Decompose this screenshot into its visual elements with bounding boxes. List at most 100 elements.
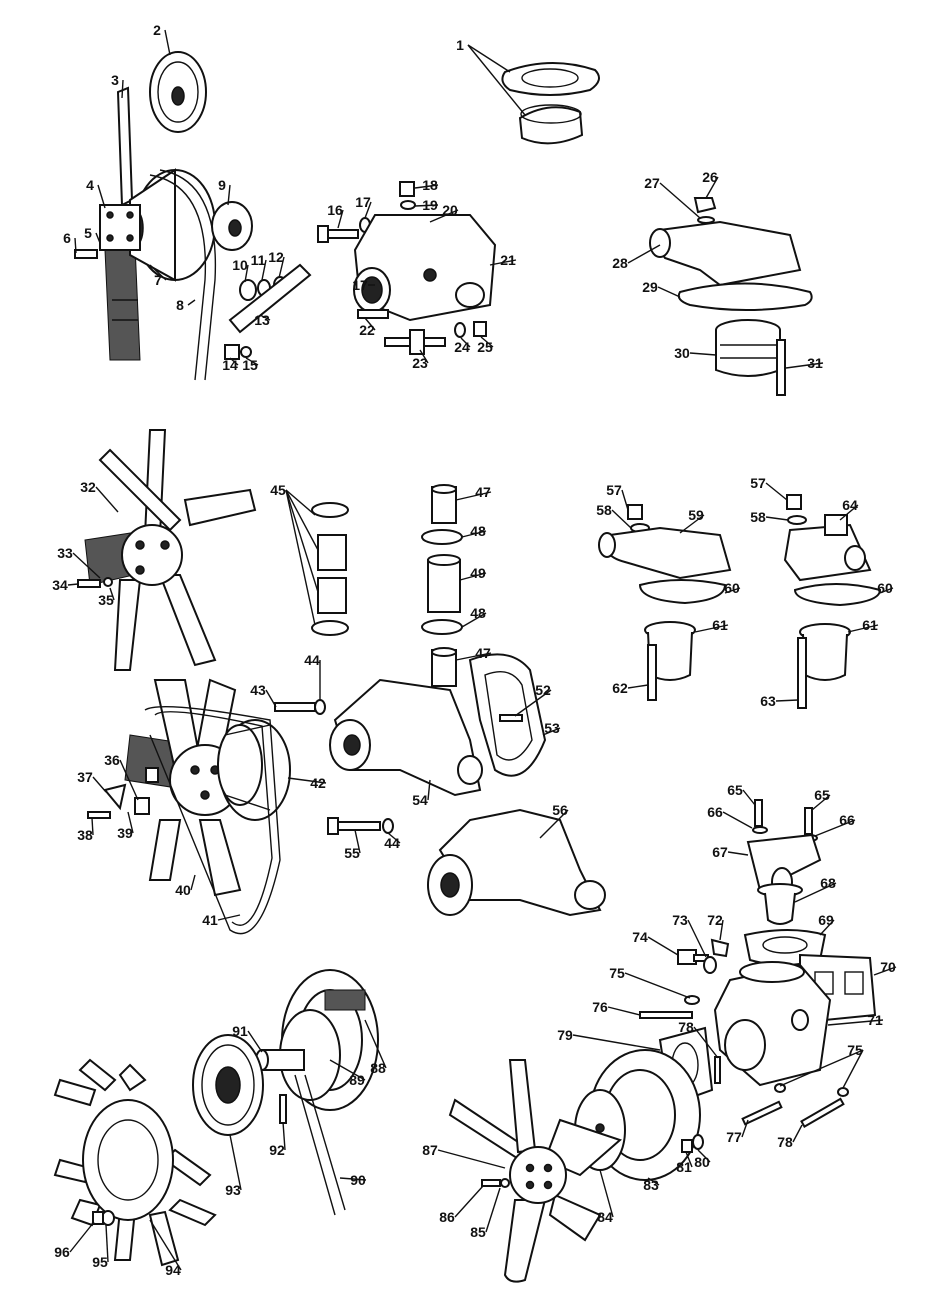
label-part-9: 9: [218, 177, 226, 193]
leader-line-10-0: [244, 264, 249, 283]
leader-line-9-0: [227, 184, 231, 206]
leader-line-16-0: [337, 209, 344, 229]
label-part-32: 32: [80, 479, 96, 495]
leader-line-3-0: [121, 79, 124, 99]
part-16-bolt: [317, 225, 359, 243]
leader-line-26-0: [705, 176, 719, 199]
leader-line-21-0: [489, 259, 517, 266]
leader-line-28-0: [627, 244, 661, 264]
leader-line-17-0: [364, 201, 372, 219]
part-71-thermostat-housing: [713, 961, 832, 1087]
parts-95-96-nut-washer: [92, 1210, 115, 1226]
label-part-96: 96: [54, 1244, 70, 1260]
leader-line-78-0: [693, 1026, 719, 1059]
label-part-87: 87: [422, 1142, 438, 1158]
leader-line-61-0: [694, 624, 729, 633]
parts-36-39-fasteners: [87, 767, 159, 819]
leader-line-57-0: [765, 482, 788, 501]
label-part-26: 26: [702, 169, 718, 185]
part-48-clip-upper: [421, 529, 463, 545]
label-part-85: 85: [470, 1224, 486, 1240]
leader-line-45-2: [285, 489, 319, 593]
leader-line-65-0: [742, 789, 756, 806]
label-part-73: 73: [672, 912, 688, 928]
leader-line-89-0: [329, 1059, 366, 1081]
part-93-viscous-coupling: [192, 1034, 264, 1136]
leader-line-22-0: [364, 317, 376, 331]
label-part-39: 39: [117, 825, 133, 841]
leader-line-12-0: [278, 256, 285, 279]
leader-line-80-0: [697, 1149, 711, 1163]
leader-line-35-0: [109, 587, 115, 601]
label-part-77: 77: [726, 1129, 742, 1145]
leader-line-18-0: [414, 184, 439, 189]
leader-line-6-0: [74, 237, 77, 254]
part-90-belt: [294, 1074, 346, 1216]
label-part-68: 68: [820, 875, 836, 891]
label-part-7: 7: [154, 272, 162, 288]
label-part-79: 79: [557, 1027, 573, 1043]
leader-line-70-0: [873, 966, 897, 976]
part-42-pulley: [217, 719, 291, 821]
label-part-16: 16: [327, 202, 343, 218]
label-part-36: 36: [104, 752, 120, 768]
parts-26-27-nut-washer: [693, 197, 717, 224]
leader-line-63-0: [775, 699, 799, 702]
part-30-thermostat: [715, 319, 781, 377]
part-94-fan: [53, 1058, 217, 1267]
leader-line-69-0: [819, 919, 835, 936]
label-part-30: 30: [674, 345, 690, 361]
label-part-71: 71: [867, 1012, 883, 1028]
leader-line-72-0: [719, 919, 724, 941]
part-49-hose: [427, 554, 461, 613]
label-part-65: 65: [727, 782, 743, 798]
leader-line-67-0: [727, 851, 749, 856]
leader-line-87-0: [437, 1149, 506, 1169]
leader-line-54-0: [427, 779, 431, 801]
leader-line-33-0: [72, 552, 101, 579]
label-part-14: 14: [222, 357, 238, 373]
leader-line-29-0: [657, 286, 681, 298]
leader-line-71-0: [827, 1019, 884, 1026]
part-43-bolt: [274, 702, 316, 712]
leader-line-79-0: [572, 1034, 661, 1051]
part-45-hose-clips: [311, 502, 349, 636]
leader-line-65-0: [811, 794, 831, 811]
leader-line-48-0: [461, 612, 487, 628]
label-part-54: 54: [412, 792, 428, 808]
part-3-fan-blade-upper: [104, 86, 141, 361]
part-9-flange: [211, 201, 253, 251]
label-part-70: 70: [880, 959, 896, 975]
label-part-42: 42: [310, 775, 326, 791]
label-part-81: 81: [676, 1159, 692, 1175]
part-87-fan: [448, 1059, 622, 1283]
label-part-28: 28: [612, 255, 628, 271]
leader-line-38-0: [91, 817, 94, 836]
leader-line-94-0: [149, 1219, 182, 1271]
leader-line-1-0: [467, 44, 511, 73]
label-part-17: 17: [352, 277, 368, 293]
leader-line-24-0: [460, 337, 471, 348]
part-2-pulley: [149, 51, 207, 133]
label-part-48: 48: [470, 523, 486, 539]
part-31-stud: [776, 339, 786, 396]
leader-line-48-0: [461, 530, 487, 538]
label-part-57: 57: [750, 475, 766, 491]
leader-line-40-0: [190, 874, 196, 891]
label-part-11: 11: [251, 252, 266, 268]
label-part-53: 53: [544, 720, 560, 736]
parts-75-78-bolts: [639, 995, 849, 1128]
part-22-bolt: [357, 309, 389, 319]
label-part-24: 24: [454, 339, 470, 355]
leader-line-91-0: [247, 1030, 263, 1053]
leader-line-49-0: [459, 572, 487, 581]
part-28-thermostat-cover: [649, 220, 802, 287]
label-part-22: 22: [359, 322, 375, 338]
label-part-17: 17: [355, 194, 371, 210]
label-part-62: 62: [612, 680, 628, 696]
leader-line-1-1: [467, 44, 526, 116]
leader-line-8-0: [187, 299, 196, 306]
label-part-95: 95: [92, 1254, 108, 1270]
label-part-64: 64: [842, 497, 858, 513]
